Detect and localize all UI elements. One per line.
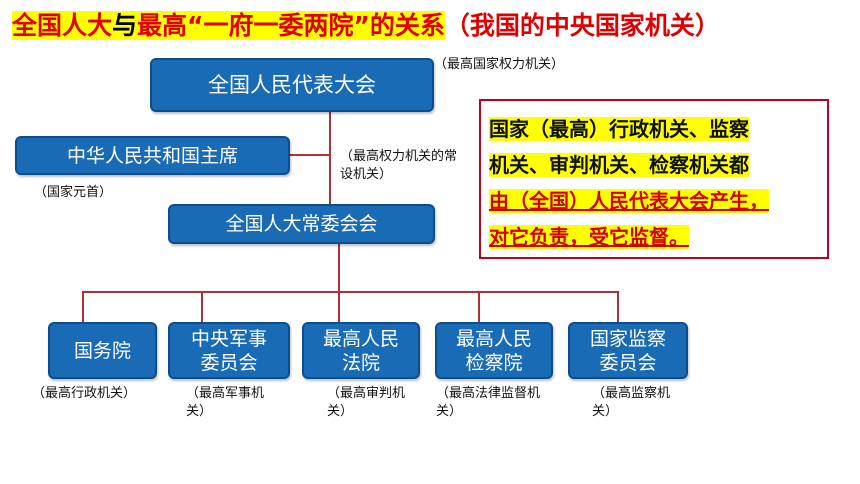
callout-line-1: 国家（最高）行政机关、监察 (489, 117, 749, 141)
connector-npc-standing (329, 112, 331, 204)
title-part-subtitle: （我国的中央国家机关） (444, 11, 720, 40)
node-standing-committee: 全国人大常委会会 (168, 204, 435, 244)
callout-line-4: 对它负责，受它监督。 (489, 225, 689, 249)
title-part-npc: 全国人大 (12, 11, 113, 40)
title-part-relation: 关系 (394, 11, 445, 40)
connector-to-procuratorate (478, 291, 480, 323)
connector-president (290, 154, 330, 156)
page-title: 全国人大与最高“一府一委两院”的关系（我国的中央国家机关） (12, 8, 848, 44)
callout-line-2: 机关、审判机关、检察机关都 (489, 153, 749, 177)
connector-to-military (201, 291, 203, 323)
title-part-and: 与 (112, 11, 138, 40)
note-court: （最高审判机关） (327, 386, 406, 419)
note-military: （最高军事机关） (186, 386, 265, 419)
note-standing: （最高权力机关的常设机关） (340, 149, 458, 182)
node-supreme-court: 最高人民法院 (302, 322, 420, 379)
node-supervision-commission: 国家监察委员会 (568, 322, 688, 379)
connector-standing-down (338, 243, 340, 292)
note-procuratorate: （最高法律监督机关） (436, 386, 541, 419)
note-president: （国家元首） (34, 185, 113, 200)
note-npc: （最高国家权力机关） (434, 57, 565, 72)
node-supreme-procuratorate: 最高人民检察院 (435, 322, 553, 379)
connector-to-supervision (617, 291, 619, 323)
note-supervision: （最高监察机关） (592, 386, 671, 419)
relationship-callout: 国家（最高）行政机关、监察 机关、审判机关、检察机关都 由（全国）人民代表大会产… (479, 99, 829, 259)
connector-horizontal (82, 291, 619, 293)
note-state-council: （最高行政机关） (32, 386, 137, 401)
node-npc: 全国人民代表大会 (150, 58, 434, 112)
connector-to-state-council (82, 291, 84, 323)
node-president: 中华人民共和国主席 (15, 136, 290, 175)
node-central-military-commission: 中央军事委员会 (168, 322, 290, 379)
callout-line-3: 由（全国）人民代表大会产生， (489, 189, 769, 213)
connector-to-court (338, 291, 340, 323)
title-part-organs: 最高“一府一委两院”的 (137, 11, 395, 40)
node-state-council: 国务院 (48, 322, 157, 379)
